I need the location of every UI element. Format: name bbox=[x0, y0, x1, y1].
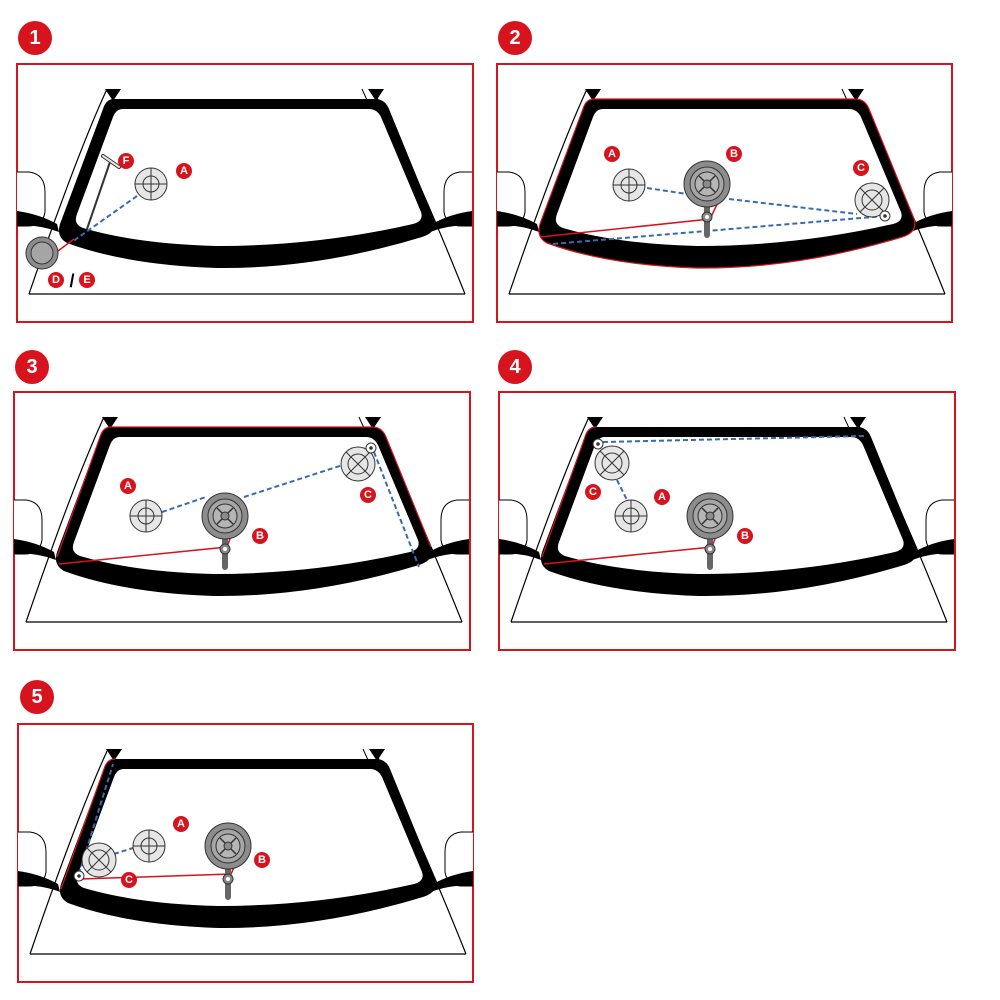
label-b: B bbox=[258, 854, 266, 866]
step-1-badge: 1 bbox=[18, 21, 52, 55]
label-e: E bbox=[83, 274, 90, 286]
wire-guide-lines bbox=[161, 451, 420, 568]
suction-cup-a-icon bbox=[129, 499, 163, 533]
step-1-panel: F A D / E bbox=[16, 63, 474, 323]
wire-guide-line bbox=[71, 195, 138, 243]
label-b: B bbox=[730, 148, 738, 160]
suction-cup-c-icon bbox=[594, 445, 630, 481]
label-c: C bbox=[364, 489, 372, 501]
step-number: 1 bbox=[29, 27, 40, 49]
step-4-panel: A B C bbox=[498, 391, 956, 651]
step-4-badge: 4 bbox=[498, 350, 532, 384]
step-3-panel: A B C bbox=[13, 391, 471, 651]
suction-cup-a-icon bbox=[132, 829, 166, 863]
car-windshield-illustration bbox=[17, 89, 472, 294]
label-c: C bbox=[857, 162, 865, 174]
cut-outline bbox=[538, 98, 916, 269]
step-number: 2 bbox=[509, 27, 520, 49]
suction-cup-a-icon bbox=[612, 168, 646, 202]
label-a: A bbox=[177, 818, 185, 830]
pulley-icon bbox=[73, 870, 85, 882]
step-5-panel: A B C bbox=[17, 723, 474, 983]
label-f: F bbox=[123, 155, 130, 167]
step-number: 5 bbox=[31, 686, 42, 708]
pulley-icon bbox=[879, 210, 891, 222]
label-b: B bbox=[256, 530, 264, 542]
suction-cup-a-icon bbox=[614, 499, 648, 533]
cut-outline bbox=[541, 426, 597, 558]
label-separator: / bbox=[69, 271, 74, 291]
suction-cup-a-icon bbox=[134, 167, 168, 201]
step-number: 3 bbox=[26, 356, 37, 378]
label-a: A bbox=[124, 480, 132, 492]
winder-tool-icon bbox=[25, 236, 59, 270]
cut-wire-line bbox=[57, 238, 75, 252]
suction-cup-c-icon bbox=[81, 842, 117, 878]
label-d: D bbox=[52, 274, 60, 286]
label-a: A bbox=[658, 491, 666, 503]
pulley-icon bbox=[592, 438, 604, 450]
label-a: A bbox=[608, 148, 616, 160]
step-2-badge: 2 bbox=[498, 21, 532, 55]
step-3-badge: 3 bbox=[15, 350, 49, 384]
label-b: B bbox=[741, 530, 749, 542]
cut-outline bbox=[56, 426, 432, 558]
awl-tool-icon bbox=[86, 154, 121, 230]
cut-outline bbox=[60, 758, 116, 890]
label-c: C bbox=[125, 874, 133, 886]
step-number: 4 bbox=[509, 356, 521, 378]
label-a: A bbox=[180, 165, 188, 177]
wire-guide-lines bbox=[602, 435, 865, 501]
pulley-icon bbox=[365, 442, 377, 454]
wire-guide-lines bbox=[551, 187, 886, 245]
step-2-panel: A B C bbox=[496, 63, 953, 323]
label-c: C bbox=[589, 486, 597, 498]
step-5-badge: 5 bbox=[20, 680, 54, 714]
